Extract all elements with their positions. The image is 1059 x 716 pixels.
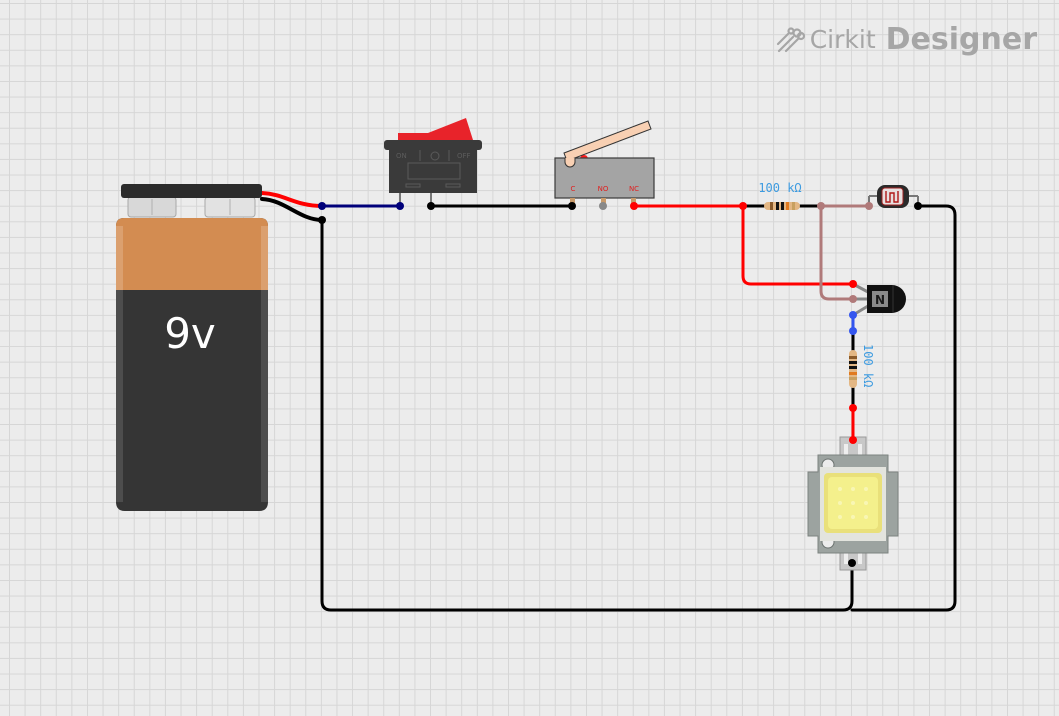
brand-name: Cirkit: [809, 25, 876, 54]
junction-dot: [568, 202, 576, 210]
wire-battery-negative[interactable]: [260, 197, 324, 222]
battery-9v[interactable]: 9v: [116, 184, 268, 511]
high-power-led[interactable]: [807, 436, 899, 571]
wire-led-negative[interactable]: [320, 218, 854, 612]
junction-dot: [427, 202, 435, 210]
pin-label-c: C: [571, 185, 576, 193]
transistor-marking: N: [875, 293, 885, 307]
junction-dot: [865, 202, 873, 210]
junction-dot: [817, 202, 825, 210]
resistor-2-label: 100 kΩ: [861, 344, 875, 387]
microswitch-lever[interactable]: [563, 120, 652, 162]
junction-dot: [914, 202, 922, 210]
wire-to-transistor-base[interactable]: [819, 204, 855, 301]
junction-dot: [849, 404, 857, 412]
junction-dot: [630, 202, 638, 210]
brand-logo: Cirkit Designer: [776, 22, 1037, 57]
resistor-1[interactable]: 100 kΩ: [758, 181, 802, 210]
resistor-2[interactable]: 100 kΩ: [849, 344, 875, 388]
junction-dot: [849, 295, 857, 303]
npn-transistor[interactable]: N: [852, 282, 906, 317]
junction-dot: [318, 216, 326, 224]
junction-dot: [849, 327, 857, 335]
pin-label-nc: NC: [629, 185, 639, 193]
pin-label-no: NO: [598, 185, 609, 193]
brand-product: Designer: [885, 22, 1037, 57]
photoresistor[interactable]: [868, 185, 919, 208]
battery-connector: [121, 184, 262, 198]
rocker-switch[interactable]: ON OFF: [384, 118, 482, 206]
junction-dot: [849, 280, 857, 288]
wire-to-transistor-collector[interactable]: [741, 204, 855, 286]
rocker-actuator[interactable]: [398, 118, 473, 140]
junction-dot: [849, 311, 857, 319]
rocker-off-label: OFF: [457, 152, 471, 160]
junction-dot: [849, 436, 857, 444]
junction-dot: [739, 202, 747, 210]
wire-ldr-to-ground[interactable]: [850, 204, 957, 612]
micro-limit-switch[interactable]: C NO NC: [554, 120, 655, 204]
junctions: [318, 202, 922, 567]
resistor-1-label: 100 kΩ: [758, 181, 801, 195]
junction-dot: [396, 202, 404, 210]
rocker-on-label: ON: [396, 152, 407, 160]
junction-dot: [599, 202, 607, 210]
circuit-traces-icon: [776, 26, 805, 52]
junction-dot: [318, 202, 326, 210]
junction-dot: [848, 559, 856, 567]
battery-label: 9v: [164, 309, 216, 358]
wire-battery-positive[interactable]: [260, 191, 324, 208]
